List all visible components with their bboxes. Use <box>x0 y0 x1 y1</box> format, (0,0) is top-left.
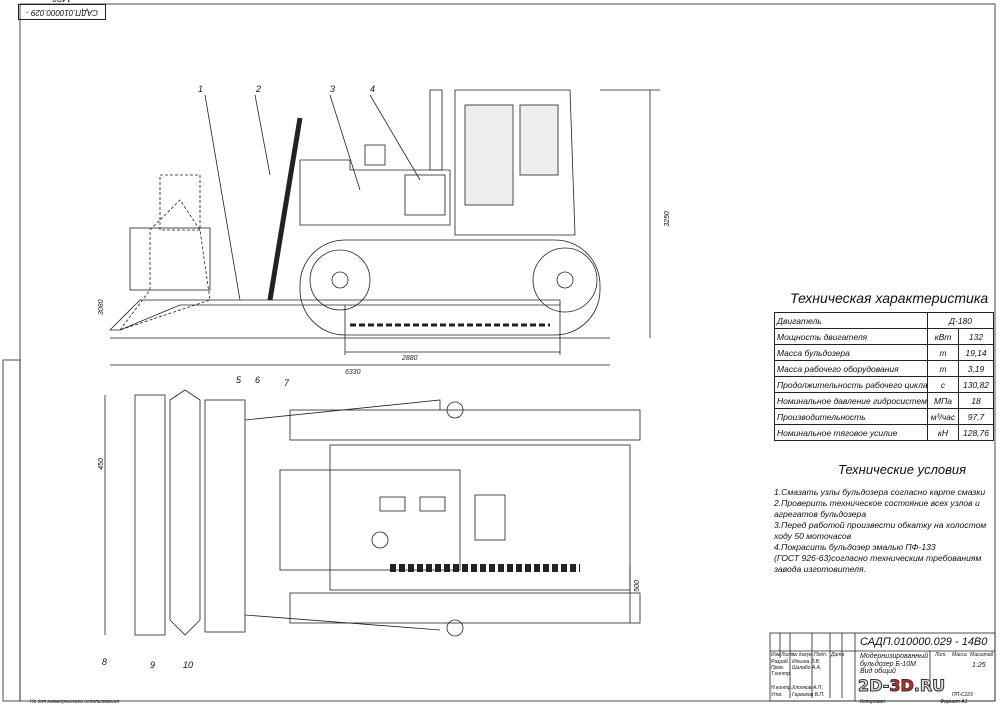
condition-line: 4.Покрасить бульдозер эмалью ПФ-133 <box>774 542 936 552</box>
tb-header: Масштаб <box>970 652 994 658</box>
dim-6330: 6330 <box>345 369 361 376</box>
side-strip <box>2 359 21 702</box>
side-view <box>109 89 660 366</box>
condition-line: 1.Смазать узлы бульдозера согласно карте… <box>774 487 986 497</box>
logo-part: .RU <box>913 676 946 695</box>
dim-450: 450 <box>97 458 105 470</box>
spec-unit: кН <box>927 424 959 441</box>
conditions-list: 1.Смазать узлы бульдозера согласно карте… <box>774 487 994 575</box>
footer-note: Не для коммерческого использования <box>30 699 119 705</box>
tb-header: № докум. <box>792 652 815 658</box>
drawing-frame <box>19 3 996 702</box>
tb-header: Масса <box>952 652 967 658</box>
spec-value: 128,76 <box>958 424 994 441</box>
tb-scale: 1:25 <box>972 662 986 669</box>
tb-header: Изм <box>771 652 781 658</box>
callout-4: 4 <box>370 84 376 94</box>
spec-unit: кВт <box>927 328 959 345</box>
callout-8: 8 <box>102 657 108 667</box>
callout-10: 10 <box>183 660 194 670</box>
tb-person: Гарвиков В.П. <box>792 692 825 698</box>
spec-name: Мощность двигателя <box>774 328 928 345</box>
spec-unit: т <box>927 344 959 361</box>
spec-name: Номинальное давление гидросистемы <box>774 392 928 409</box>
tb-header: Дата <box>831 652 845 658</box>
condition-line: 2.Проверить техническое состояние всех у… <box>774 498 980 508</box>
callout-9: 9 <box>150 660 156 670</box>
callout-7: 7 <box>284 378 290 388</box>
spec-unit: с <box>927 376 959 393</box>
track <box>299 239 601 336</box>
conditions-title: Технические условия <box>838 462 967 477</box>
spec-value: 130,82 <box>958 376 994 393</box>
tb-header: Подп. <box>814 652 828 658</box>
logo-part: 2D- <box>857 676 890 695</box>
spec-value: 18 <box>958 392 994 409</box>
condition-line: 3.Перед работой произвести обкатку на хо… <box>774 520 987 530</box>
dim-500: 500 <box>633 580 641 592</box>
callout-6: 6 <box>255 375 261 385</box>
spec-title: Техническая характеристика <box>790 290 989 306</box>
spec-value: 19,14 <box>958 344 994 361</box>
tb-person: Ильина Л.В. <box>792 659 821 665</box>
condition-line: ходу 50 моточасов <box>774 531 852 541</box>
spec-name: Номинальное тяговое усилие <box>774 424 928 441</box>
top-stamp: САДП.010000.029 - 14В0 <box>18 0 106 20</box>
tb-format: Формат А1 <box>940 699 968 705</box>
tb-role: Т.контр. <box>771 671 792 677</box>
top-view <box>104 389 641 637</box>
callout-2: 2 <box>256 84 262 94</box>
spec-name: Масса рабочего оборудования <box>774 360 928 377</box>
spec-name: Производительность <box>774 408 928 425</box>
document-code: САДП.010000.029 - 14В0 <box>860 636 988 648</box>
spec-value: 132 <box>958 328 994 345</box>
tb-header: Лит. <box>935 652 947 658</box>
tb-person: Шалабо А.А. <box>792 665 822 671</box>
spec-unit: м³/час <box>927 408 959 425</box>
cab <box>454 89 576 236</box>
condition-line: (ГОСТ 926-63)согласно техническим требов… <box>774 553 982 563</box>
spec-unit: МПа <box>927 392 959 409</box>
logo-part: 3D <box>889 676 914 695</box>
callout-1: 1 <box>198 84 204 94</box>
spec-value: Д-180 <box>927 312 994 329</box>
spec-name: Продолжительность рабочего цикла <box>774 376 928 393</box>
dim-3250: 3250 <box>663 211 671 227</box>
spec-value: 3,19 <box>958 360 994 377</box>
callout-5: 5 <box>236 375 242 385</box>
spec-value: 97,7 <box>958 408 994 425</box>
tb-role: Утв. <box>771 692 783 698</box>
spec-name: Двигатель <box>774 312 928 329</box>
tb-role: Разраб. <box>771 659 790 665</box>
condition-line: агрегатов бульдозера <box>774 509 867 519</box>
tb-copied: Копировал <box>860 699 885 705</box>
callout-3: 3 <box>330 84 336 94</box>
condition-line: завода изготовителя. <box>774 564 866 574</box>
watermark-logo: 2D-3D.RU <box>857 676 946 695</box>
dim-3080: 3080 <box>98 299 105 315</box>
document-name: Модернизированный бульдозер Б-10М Вид об… <box>860 653 929 675</box>
tb-person: Хлопков А.Л. <box>792 685 823 691</box>
tb-header: Лист <box>781 652 794 658</box>
tb-role: Пров. <box>771 665 785 671</box>
spec-name: Масса бульдозера <box>774 344 928 361</box>
title-block <box>769 632 996 702</box>
dim-2880: 2880 <box>401 355 418 362</box>
spec-unit: т <box>927 360 959 377</box>
tb-role: Н.контр. <box>771 685 793 691</box>
tb-group: ПП-С229 <box>952 692 973 698</box>
